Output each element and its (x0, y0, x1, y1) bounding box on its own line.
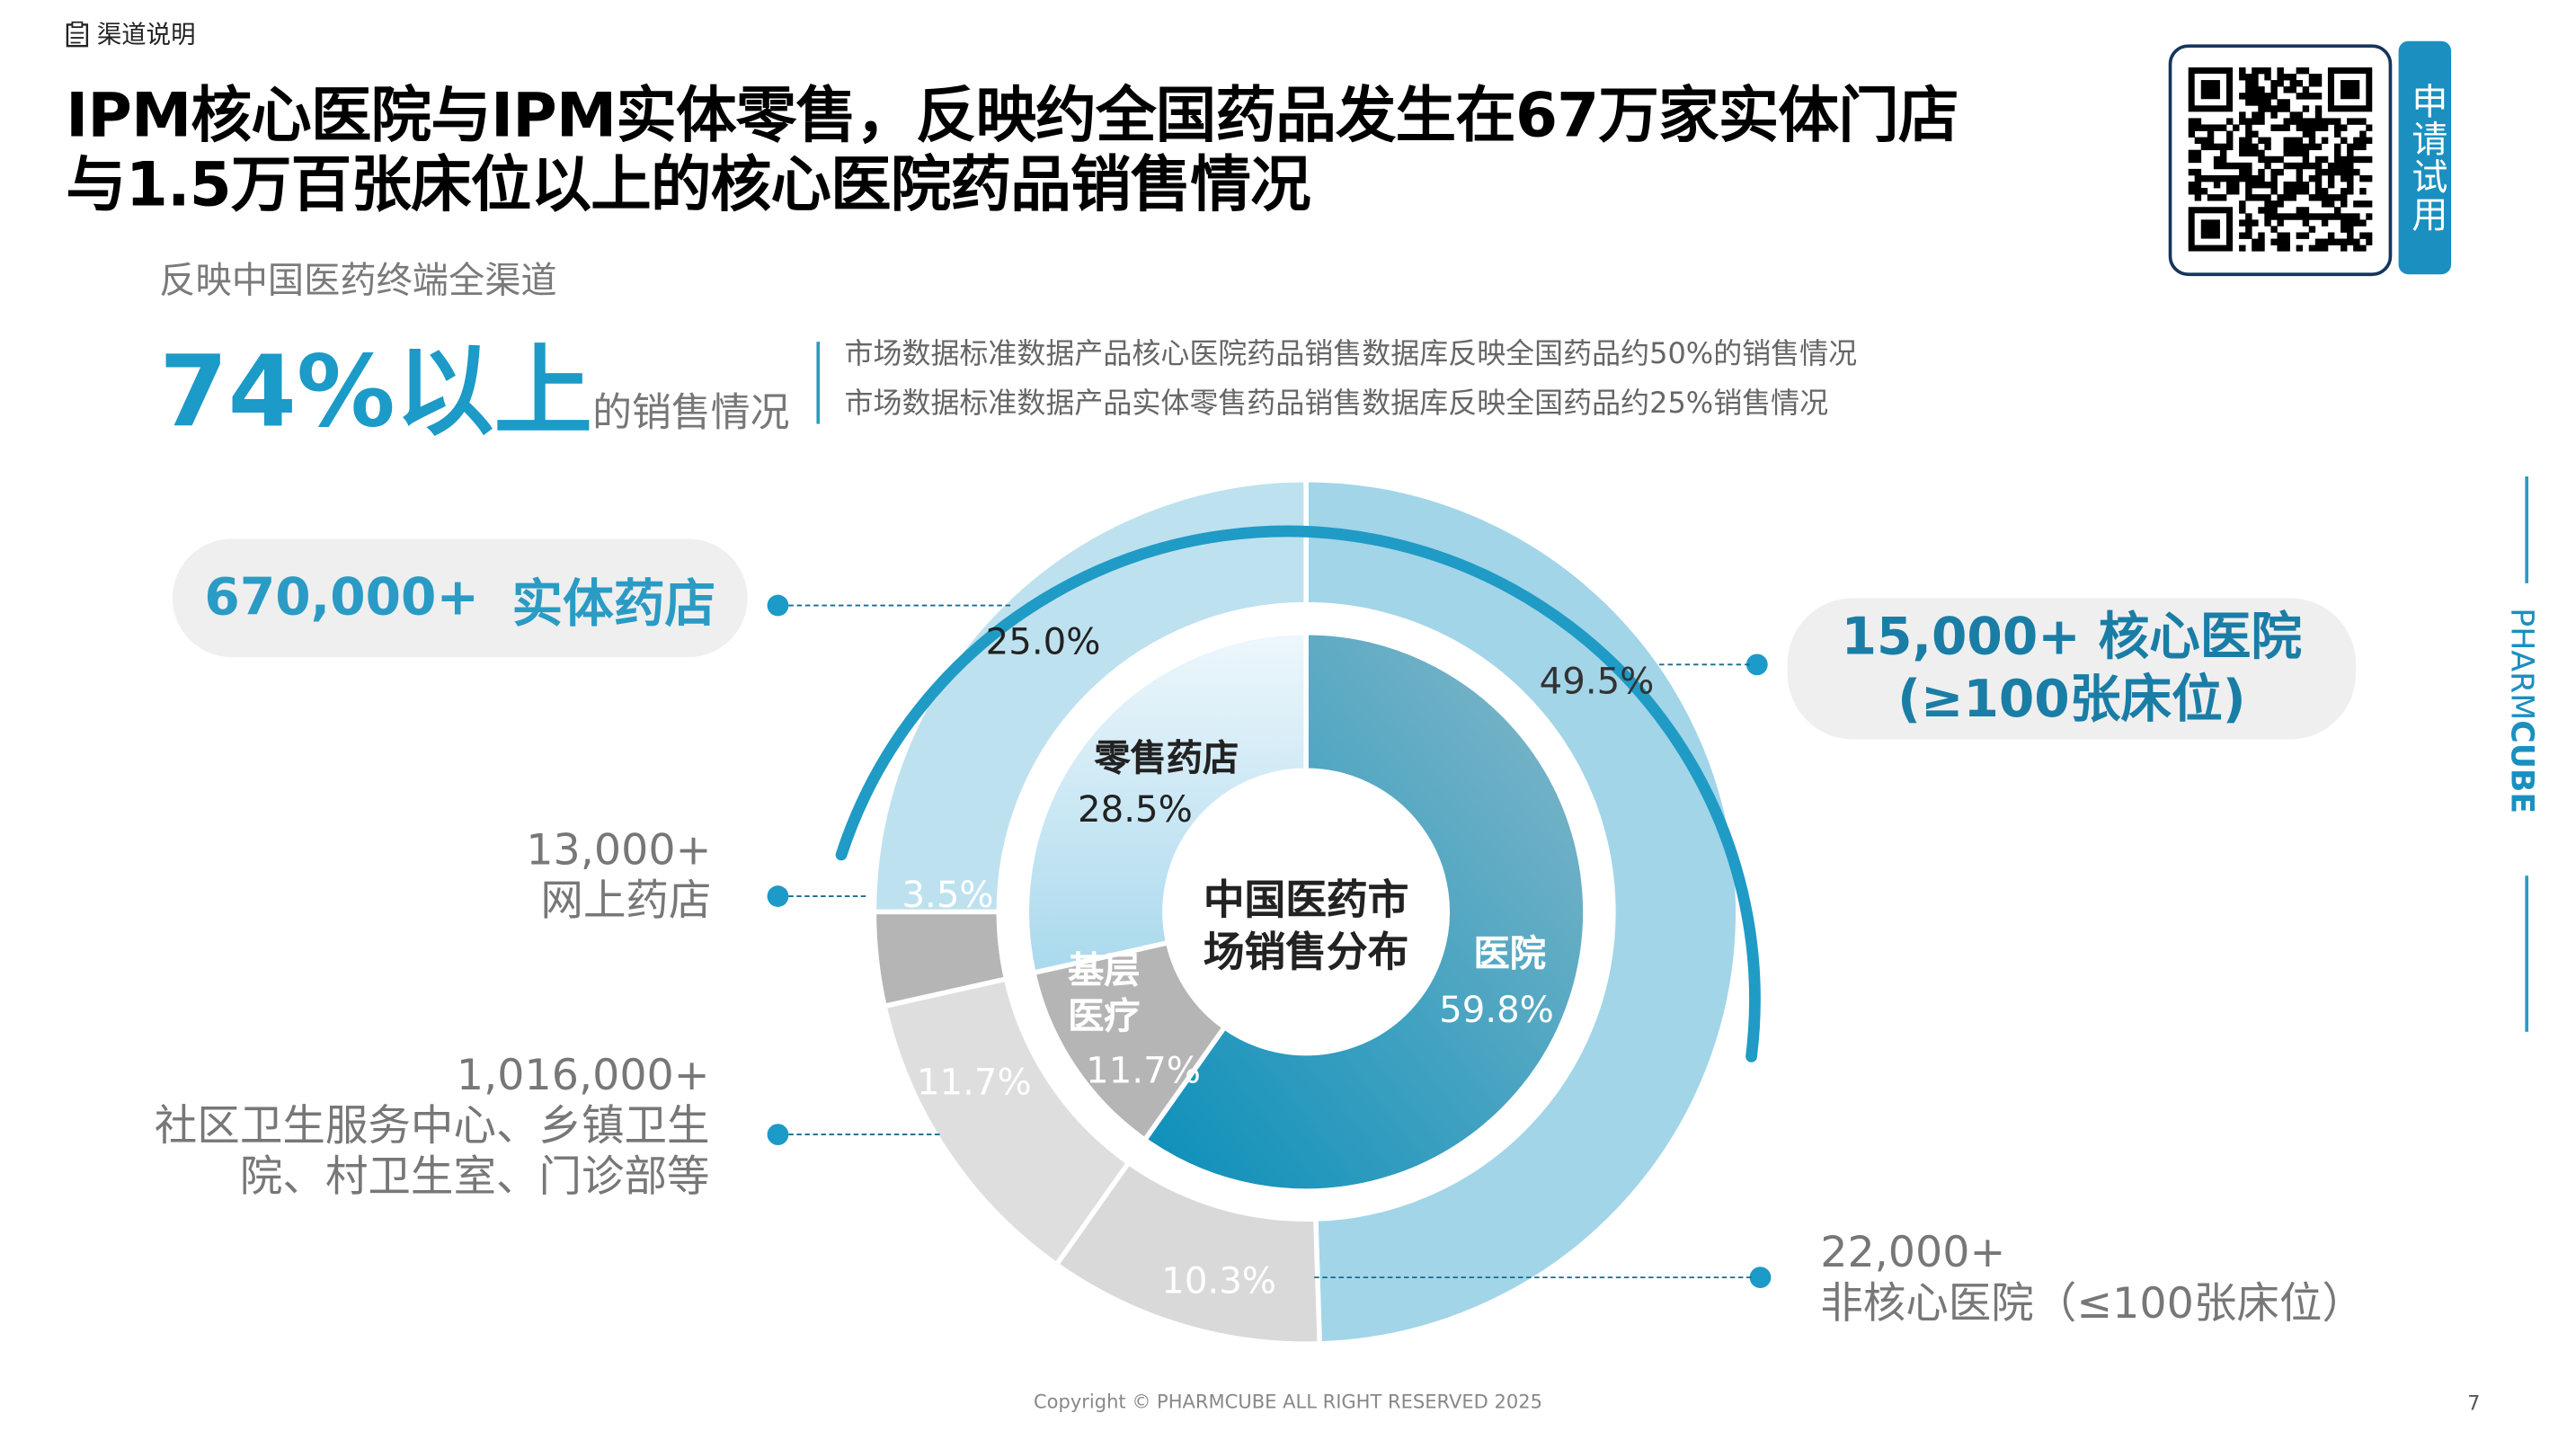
connector-line (788, 604, 1011, 607)
noncore-count: 22,000+ (1820, 1229, 2006, 1279)
core-hospital-line2: (≥100张床位) (1897, 670, 2246, 730)
connector-dot (1749, 1267, 1772, 1288)
big-number: 74%以上 (159, 334, 593, 450)
noncore-name: 非核心医院（≤100张床位） (1820, 1279, 2365, 1329)
divider (816, 342, 821, 424)
clipboard-icon (66, 20, 89, 47)
section-label: 渠道说明 (96, 19, 196, 49)
primary-line2: 院、村卫生室、门诊部等 (239, 1153, 710, 1203)
outer-label-primary: 11.7% (916, 1062, 1032, 1105)
section-header: 渠道说明 (66, 16, 196, 50)
callout-retail-pharmacy: 670,000+ 实体药店 (172, 538, 748, 658)
connector-line (1314, 1276, 1752, 1279)
retail-name: 实体药店 (511, 573, 716, 634)
page-number: 7 (2467, 1391, 2481, 1415)
brand-light: PHARM (2503, 608, 2540, 721)
connector-dot (767, 885, 789, 907)
outer-label-noncore: 10.3% (1161, 1261, 1277, 1303)
outer-label-retail: 25.0% (985, 622, 1101, 664)
core-hospital-line1: 15,000+ 核心医院 (1841, 608, 2303, 668)
connector-line (788, 895, 866, 897)
connector-dot (767, 594, 789, 617)
inner-name-hospital: 医院 (1473, 935, 1546, 976)
primary-count: 1,016,000+ (456, 1051, 710, 1101)
big-suffix: 的销售情况 (592, 389, 790, 436)
inner-name-retail: 零售药店 (1094, 739, 1239, 781)
brand-logo-text: PHARMCUBE (2504, 608, 2540, 813)
inner-name-primary-2: 医疗 (1068, 997, 1141, 1039)
chart-title-2: 场销售分布 (1203, 928, 1409, 976)
note-1: 市场数据标准数据产品核心医院药品销售数据库反映全国药品约50%的销售情况 (844, 338, 1858, 372)
qr-code[interactable] (2168, 44, 2393, 277)
copyright: Copyright © PHARMCUBE ALL RIGHT RESERVED… (1033, 1390, 1543, 1413)
callout-noncore-hospital: 22,000+非核心医院（≤100张床位） (1820, 1229, 2365, 1330)
connector-line (788, 1133, 940, 1136)
chart-title-1: 中国医药市 (1203, 876, 1409, 924)
page-title-line1: IPM核心医院与IPM实体零售，反映约全国药品发生在67万家实体门店 (66, 80, 1959, 152)
slice-医院 (1141, 629, 1588, 1194)
note-2: 市场数据标准数据产品实体零售药品销售数据库反映全国药品约25%销售情况 (844, 387, 1829, 421)
connector-dot (767, 1124, 789, 1145)
slice-零售药店 (1024, 629, 1309, 976)
summary-big-stat: 74%以上的销售情况 (159, 312, 789, 455)
primary-line1: 社区卫生服务中心、乡镇卫生 (154, 1102, 710, 1152)
retail-count: 670,000+ (204, 568, 479, 628)
brand-line-top (2525, 476, 2528, 583)
online-count: 13,000+ (526, 826, 712, 876)
connector-dot (1745, 653, 1768, 676)
callout-online-pharmacy: 13,000+网上药店 (526, 826, 711, 928)
qr-code-icon (2188, 67, 2373, 252)
online-name: 网上药店 (540, 877, 712, 927)
apply-trial-button[interactable]: 申请试用 (2398, 40, 2452, 275)
outer-label-core-hospital: 49.5% (1539, 662, 1655, 704)
callout-primary-care: 1,016,000+社区卫生服务中心、乡镇卫生院、村卫生室、门诊部等 (155, 1052, 710, 1205)
brand-bold: CUBE (2503, 720, 2540, 814)
inner-label-retail: 28.5% (1078, 790, 1193, 831)
summary-subtitle: 反映中国医药终端全渠道 (159, 261, 557, 303)
page-title-line2: 与1.5万百张床位以上的核心医院药品销售情况 (66, 149, 1311, 220)
outer-label-online: 3.5% (902, 876, 994, 917)
inner-label-primary: 11.7% (1086, 1051, 1201, 1093)
inner-name-primary-1: 基层 (1068, 951, 1141, 992)
chart-title: 中国医药市场销售分布 (1159, 874, 1454, 979)
inner-name-primary: 基层医疗 (1068, 949, 1140, 1041)
inner-label-hospital: 59.8% (1439, 991, 1554, 1032)
coverage-highlight-arc (835, 525, 1761, 1062)
connector-line (1659, 663, 1750, 666)
brand-line-bottom (2525, 876, 2528, 1032)
callout-core-hospital: 15,000+ 核心医院(≥100张床位) (1787, 598, 2357, 740)
